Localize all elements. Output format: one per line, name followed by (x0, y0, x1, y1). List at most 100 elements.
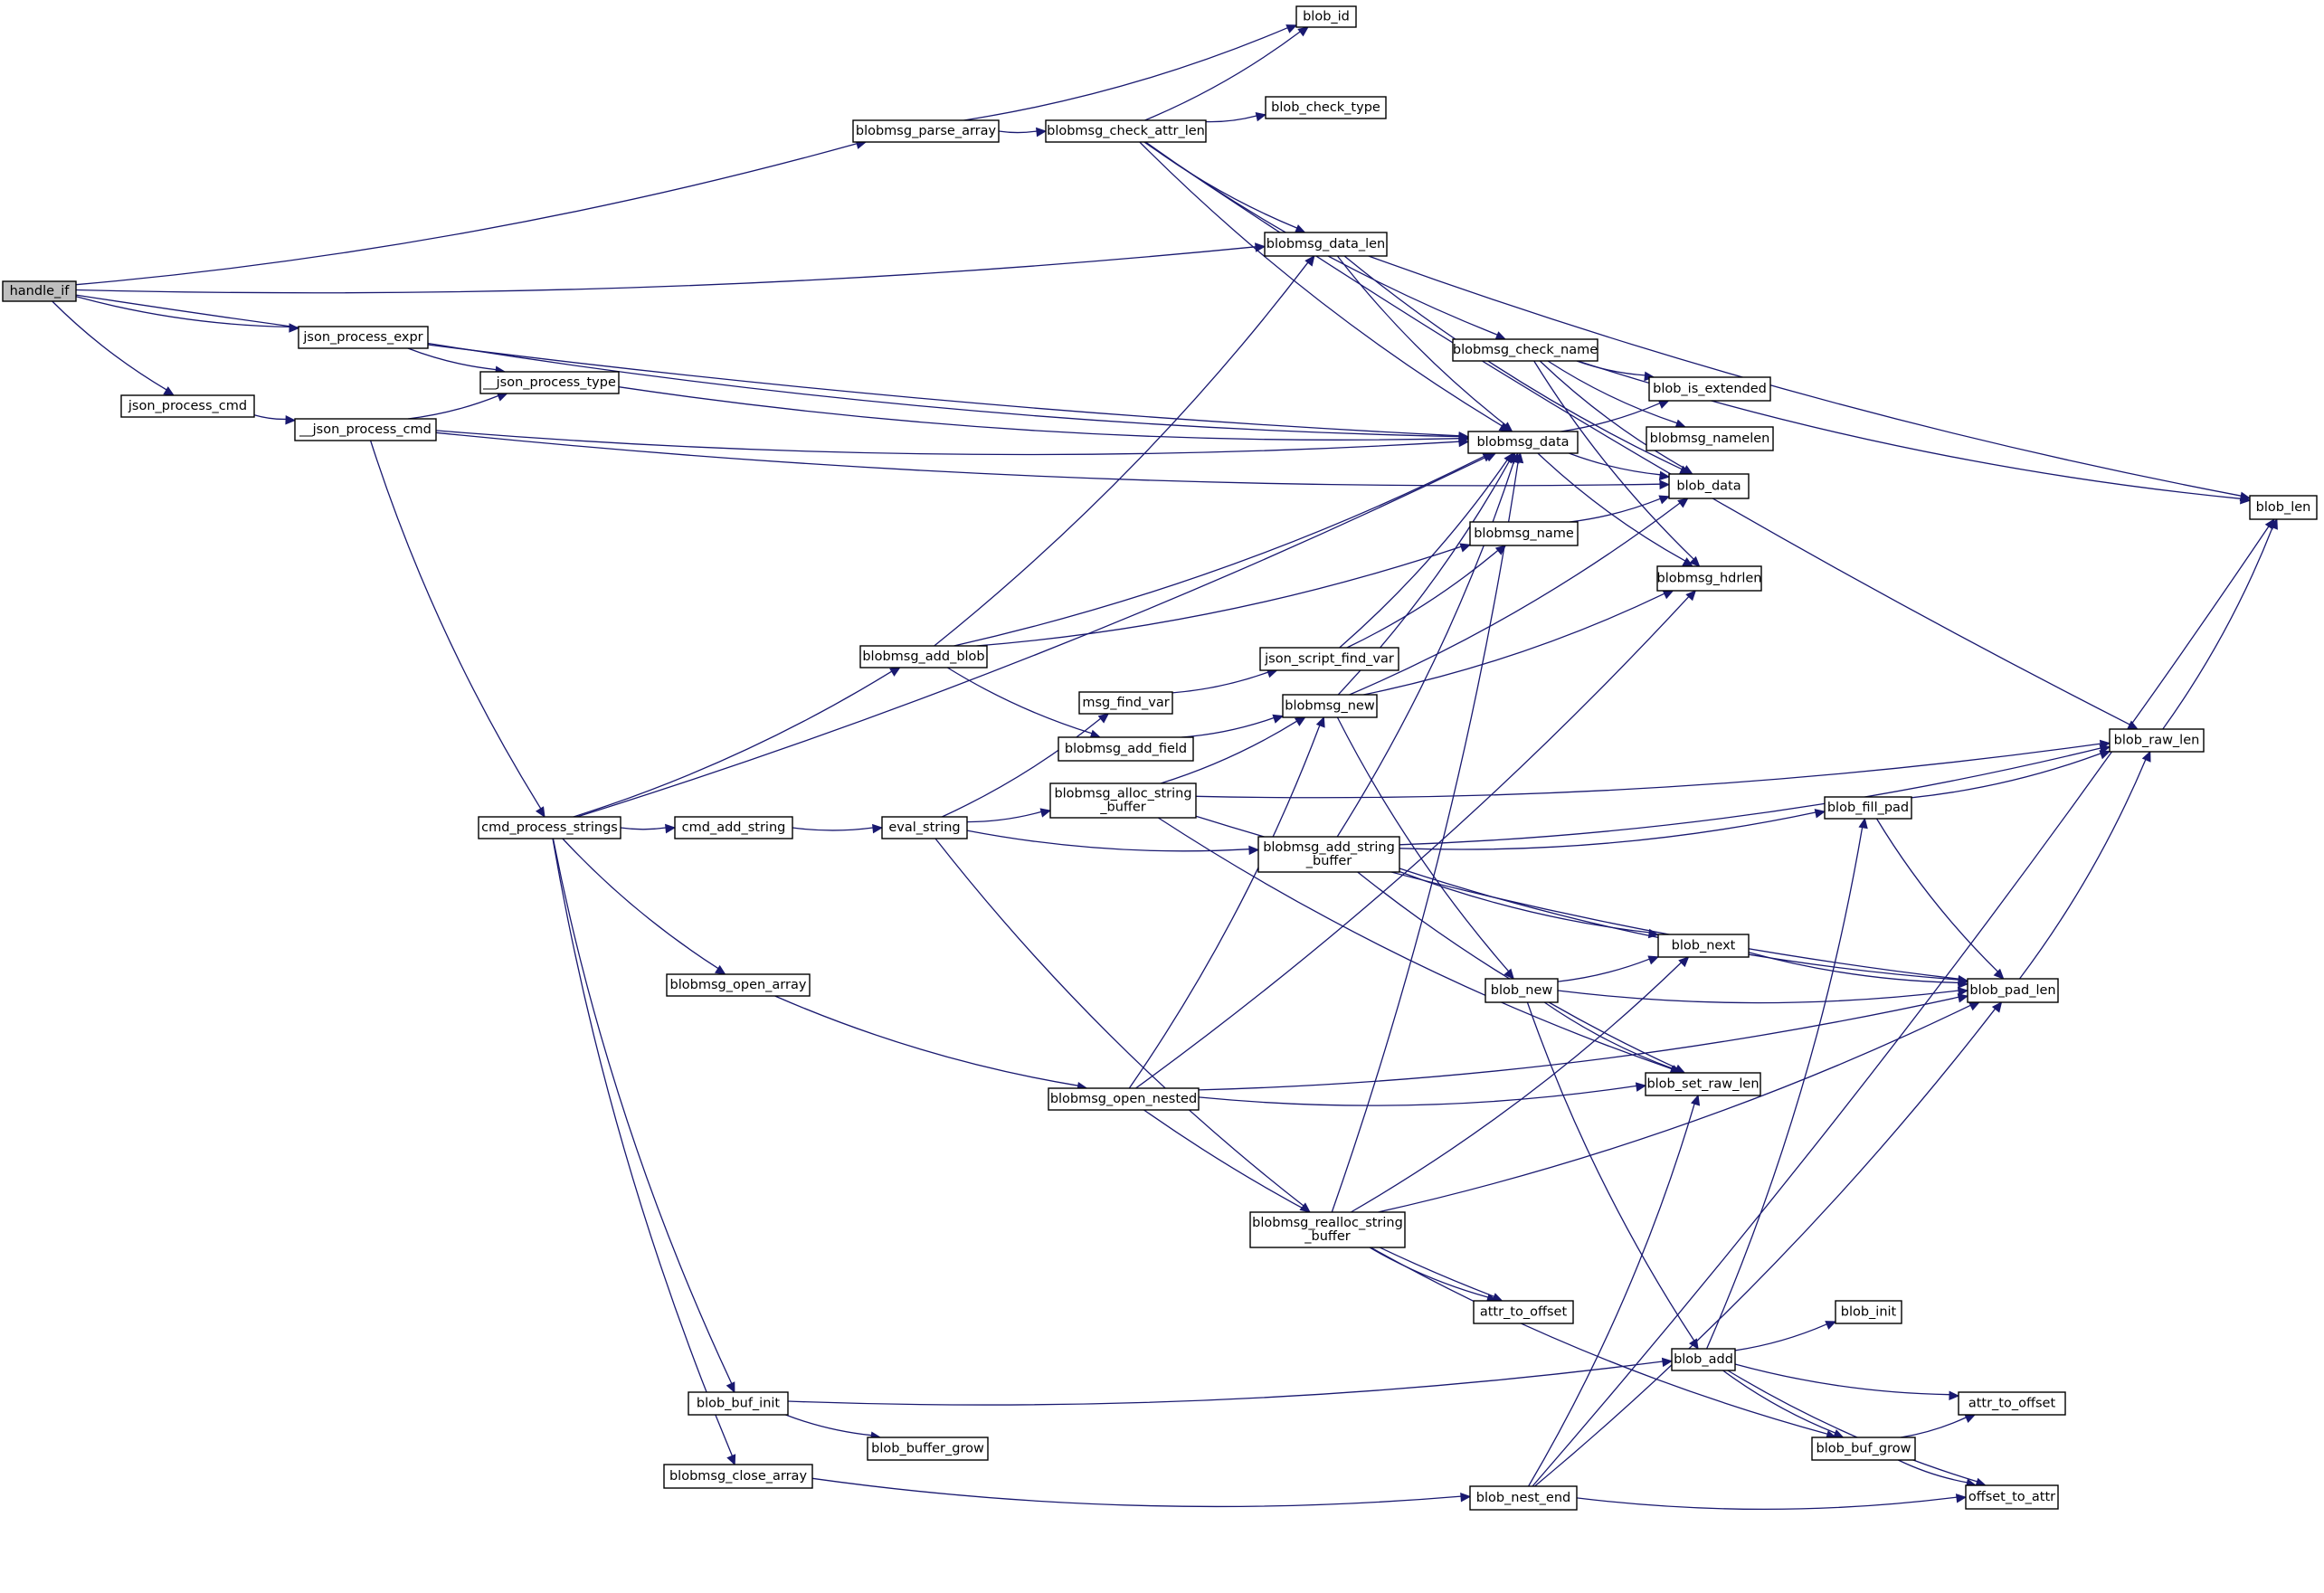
edge-blobmsg_add_field-to-blobmsg_new (1181, 714, 1285, 738)
node-blob-pad-len[interactable]: blob_pad_len (1967, 978, 2059, 1003)
node-box (881, 816, 968, 839)
node-blob-nest-end[interactable]: blob_nest_end (1469, 1485, 1578, 1511)
node-label: blobmsg_parse_array (856, 124, 997, 138)
node-label: json_process_cmd (128, 399, 247, 413)
edge-blobmsg_realloc_string_buffer-to-blob_next (1350, 956, 1690, 1213)
node---json-process-type[interactable]: __json_process_type (479, 371, 620, 394)
node-blob-buf-grow[interactable]: blob_buf_grow (1811, 1437, 1916, 1461)
node-blobmsg-namelen[interactable]: blobmsg_namelen (1646, 426, 1774, 451)
edge-line (1128, 725, 1321, 1089)
edge-blobmsg_open_nested-to-blob_pad_len (1198, 993, 1969, 1091)
node-box (1452, 338, 1598, 362)
node-cmd-process-strings[interactable]: cmd_process_strings (478, 816, 621, 839)
edge-arrowhead (1036, 127, 1048, 137)
node-eval-string[interactable]: eval_string (881, 816, 968, 839)
node-blobmsg-new[interactable]: blobmsg_new (1282, 694, 1378, 718)
node-blobmsg-check-attr-len[interactable]: blobmsg_check_attr_len (1045, 119, 1207, 143)
node-box (1078, 691, 1173, 715)
node-box (666, 973, 811, 997)
edge-cmd_process_strings-to-blobmsg_close_array (552, 838, 736, 1466)
node-cmd-add-string[interactable]: cmd_add_string (674, 816, 793, 839)
node-blobmsg-realloc-string-buffer[interactable]: blobmsg_realloc_string_buffer (1249, 1211, 1406, 1248)
edge-handle_if-to-json_process_cmd (52, 300, 175, 396)
node-blob-init[interactable]: blob_init (1835, 1300, 1902, 1324)
node-blobmsg-open-array[interactable]: blobmsg_open_array (666, 973, 811, 997)
edge-line (1539, 360, 1686, 469)
node-box (1668, 473, 1750, 499)
edge-line (792, 827, 874, 831)
node-blobmsg-add-field[interactable]: blobmsg_add_field (1058, 736, 1194, 762)
node-blob-add[interactable]: blob_add (1671, 1348, 1736, 1371)
node-blob-buf-init[interactable]: blob_buf_init (688, 1391, 789, 1416)
edge-handle_if-to-blobmsg_data (75, 294, 1470, 441)
edge-blobmsg_close_array-to-blob_nest_end (811, 1477, 1472, 1508)
edge-line (1195, 743, 2101, 799)
node-offset-to-attr[interactable]: offset_to_attr (1965, 1484, 2059, 1510)
edge-blob_nest_end-to-offset_to_attr (1576, 1493, 1968, 1511)
node-blob-new[interactable]: blob_new (1485, 978, 1559, 1003)
node-blob-set-raw-len[interactable]: blob_set_raw_len (1645, 1072, 1761, 1096)
node-box (1648, 376, 1771, 402)
node-box (294, 418, 437, 441)
edge-arrowhead (1658, 470, 1671, 481)
edge-arrowhead (1677, 498, 1689, 508)
node-box (852, 119, 1000, 143)
node-box (1485, 978, 1559, 1003)
edge-arrowhead (1294, 716, 1306, 726)
node-blob-next[interactable]: blob_next (1657, 934, 1750, 958)
edge-line (1346, 549, 1499, 649)
edge-blobmsg_open_array-to-blobmsg_open_nested (774, 995, 1088, 1092)
edge-arrowhead (2141, 750, 2151, 763)
node-handle-if[interactable]: handle_if (2, 280, 77, 302)
node-blobmsg-check-name[interactable]: blobmsg_check_name (1452, 338, 1598, 362)
node-blobmsg-name[interactable]: blobmsg_name (1469, 521, 1579, 546)
node-blobmsg-hdrlen[interactable]: blobmsg_hdrlen (1656, 565, 1762, 592)
node-blob-buffer-grow[interactable]: blob_buffer_grow (867, 1437, 989, 1461)
edge-arrowhead (1285, 24, 1298, 33)
edge-line (2162, 526, 2273, 730)
node-label: eval_string (888, 820, 960, 835)
node-box (663, 1464, 813, 1489)
edge-line (1378, 1004, 1971, 1213)
node-blobmsg-data[interactable]: blobmsg_data (1467, 431, 1579, 454)
node-blobmsg-parse-array[interactable]: blobmsg_parse_array (852, 119, 1000, 143)
edge-arrowhead (1304, 255, 1315, 267)
edge-line (75, 296, 290, 328)
node---json-process-cmd[interactable]: __json_process_cmd (294, 418, 437, 441)
node-blobmsg-add-string-buffer[interactable]: blobmsg_add_string_buffer (1257, 836, 1400, 873)
edge-line (1898, 1459, 1968, 1484)
edge-line (1205, 115, 1257, 123)
node-blob-is-extended[interactable]: blob_is_extended (1648, 376, 1771, 402)
node-attr-to-offset-2[interactable]: attr_to_offset (1958, 1391, 2066, 1416)
node-box (478, 816, 621, 839)
edge-arrowhead (1297, 26, 1309, 37)
node-msg-find-var[interactable]: msg_find_var (1078, 691, 1173, 715)
node-blob-id[interactable]: blob_id (1295, 5, 1357, 28)
node-blob-raw-len[interactable]: blob_raw_len (2109, 728, 2205, 753)
node-attr-to-offset-1[interactable]: attr_to_offset (1473, 1300, 1574, 1324)
node-blobmsg-alloc-string-buffer[interactable]: blobmsg_alloc_string_buffer (1049, 782, 1197, 819)
edge-arrowhead (1039, 808, 1052, 818)
edge-line (1528, 1104, 1695, 1487)
node-blob-check-type[interactable]: blob_check_type (1265, 96, 1387, 119)
node-blob-data[interactable]: blob_data (1668, 473, 1750, 499)
node-label: blobmsg_namelen (1650, 431, 1770, 446)
node-blobmsg-data-len[interactable]: blobmsg_data_len (1264, 232, 1388, 257)
edge-blobmsg_add_string_buffer-to-blobmsg_data (1336, 451, 1520, 838)
edge-line (1135, 596, 1690, 1089)
node-blobmsg-add-blob[interactable]: blobmsg_add_blob (859, 645, 988, 668)
node-box (2249, 495, 2318, 520)
edge-cmd_process_strings-to-blobmsg_data (576, 452, 1497, 818)
edge-arrowhead (1858, 817, 1868, 830)
node-json-script-find-var[interactable]: json_script_find_var (1259, 647, 1399, 671)
edge-arrowhead (726, 1381, 735, 1394)
node-box (2, 280, 77, 302)
edge-line (52, 300, 167, 391)
node-json-process-expr[interactable]: json_process_expr (298, 326, 429, 349)
node-blob-len[interactable]: blob_len (2249, 495, 2318, 520)
node-blobmsg-open-nested[interactable]: blobmsg_open_nested (1048, 1087, 1200, 1111)
node-json-process-cmd[interactable]: json_process_cmd (120, 394, 255, 418)
edge-line (1557, 990, 1959, 1004)
node-blob-fill-pad[interactable]: blob_fill_pad (1824, 796, 1912, 820)
node-blobmsg-close-array[interactable]: blobmsg_close_array (663, 1464, 813, 1489)
